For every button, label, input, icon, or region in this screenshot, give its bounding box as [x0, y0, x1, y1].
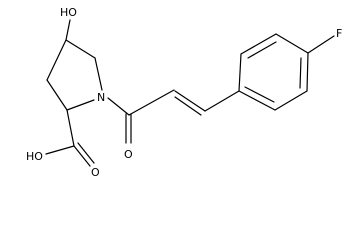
benzene-ring [238, 33, 309, 111]
bond-ar-6 [238, 90, 276, 111]
bond-n-carbonyl [107, 97, 130, 116]
carboxylic-acid-group [45, 109, 95, 167]
bond-ar-inner-1 [247, 41, 277, 59]
bond-c2-cooh [66, 109, 75, 147]
bond-ar-4 [306, 52, 309, 92]
structure-diagram: HO N HO O O F [26, 6, 342, 179]
carbonyl-oxygen-label: O [124, 148, 133, 161]
bond-cooh-oh [45, 145, 75, 155]
bond-alkene-double-inner [174, 96, 202, 116]
bond-alkene-double [174, 90, 206, 112]
bond-ar-inner-2 [299, 57, 302, 89]
bond-c3-c4 [46, 39, 67, 81]
bond-ar-2 [240, 33, 277, 55]
bond-cooh-o-double-1 [73, 145, 91, 167]
fluorine-label: F [336, 27, 342, 40]
pyrrolidine-ring [46, 39, 103, 111]
bond-n-c2 [66, 99, 95, 111]
bond-c4-oh [65, 19, 71, 41]
nitrogen-label: N [97, 91, 105, 104]
bond-ar-3 [275, 33, 309, 54]
bond-ar-inner-3 [244, 86, 275, 103]
bond-c4-c5 [65, 39, 96, 59]
bond-c5-n [94, 57, 103, 91]
bond-ar-5 [274, 90, 308, 111]
bond-carbonyl-alkene [128, 89, 175, 116]
bond-ar-f [307, 35, 335, 54]
bond-alkene-aryl [204, 90, 240, 112]
bond-ar-1 [238, 53, 242, 92]
hydroxyl-label: HO [60, 6, 77, 19]
acryloyl-chain [107, 89, 240, 144]
acid-hydroxyl-label: HO [26, 150, 43, 163]
bond-c2-c3 [46, 79, 68, 111]
acid-carbonyl-oxygen-label: O [91, 166, 100, 179]
bond-cooh-o-double-2 [77, 142, 95, 164]
